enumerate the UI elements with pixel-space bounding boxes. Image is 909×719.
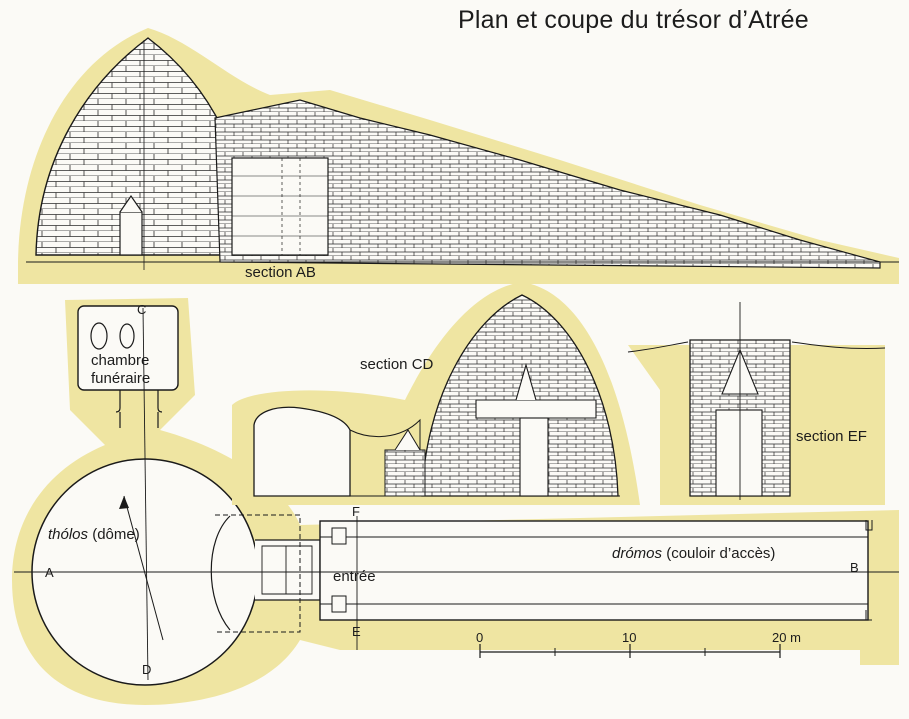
passage-ab <box>231 157 329 256</box>
point-c: C <box>137 302 147 317</box>
point-d: D <box>142 662 152 677</box>
chamber-label-line1: chambre <box>91 352 150 369</box>
section-ef-drawing <box>627 302 886 505</box>
mound-masonry <box>214 99 881 269</box>
plan-drawing <box>12 298 899 705</box>
tholos-label-rest: (dôme) <box>88 526 140 543</box>
scale-tick-20: 20 m <box>772 630 801 645</box>
scale-bar <box>479 644 781 658</box>
scale-tick-10: 10 <box>622 630 637 645</box>
tholos-label-italic: thólos <box>48 526 89 543</box>
figure-title: Plan et coupe du trésor d’Atrée <box>458 6 809 34</box>
chamber-label-line2: funéraire <box>91 370 151 387</box>
point-e: E <box>352 624 361 639</box>
dromos-label-italic: drómos <box>612 545 663 562</box>
section-cd-drawing <box>232 282 640 505</box>
dromos-corridor <box>319 520 869 621</box>
section-cd-label: section CD <box>360 356 434 373</box>
section-ab-label: section AB <box>245 264 316 281</box>
dromos-label-rest: (couloir d’accès) <box>662 545 776 562</box>
entrance-label: entrée <box>333 568 376 585</box>
dromos-label: drómos (couloir d’accès) <box>612 545 775 562</box>
section-ef-label: section EF <box>796 428 867 445</box>
section-ab-drawing <box>18 28 899 284</box>
point-f: F <box>352 504 360 519</box>
scale-tick-0: 0 <box>476 630 484 645</box>
point-b: B <box>850 560 859 575</box>
tholos-label: thólos (dôme) <box>48 526 140 543</box>
cd-chamber <box>253 406 351 497</box>
point-a: A <box>45 565 54 580</box>
door-ab <box>119 211 143 256</box>
